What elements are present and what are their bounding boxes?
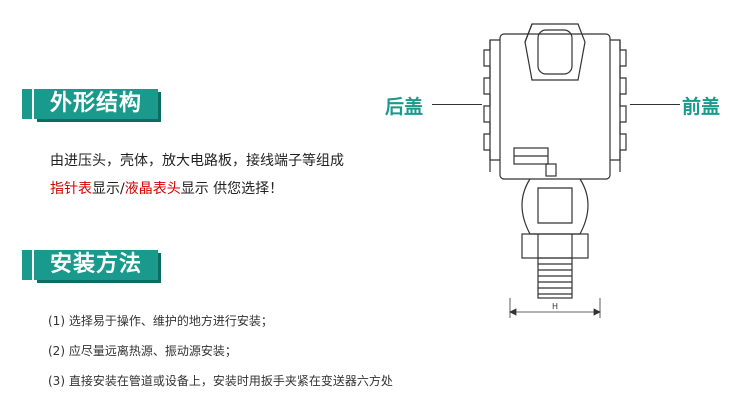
- section-heading-structure: 外形结构: [22, 86, 159, 122]
- display-option-text: 显示 供您选择！: [180, 181, 284, 197]
- structure-description: 由进压头，壳体，放大电路板，接线端子等组成: [50, 153, 344, 169]
- list-item: (3) 直接安装在管道或设备上，安装时用扳手夹紧在变送器六方处: [48, 374, 393, 388]
- rear-cover-label: 后盖: [385, 96, 424, 118]
- list-item: (2) 应尽量远离热源、振动源安装；: [48, 344, 237, 358]
- heading-accent-bar: [22, 250, 32, 280]
- top-conduit-fitting: [524, 23, 586, 81]
- thread-section: [537, 257, 573, 299]
- display-option-text: 指针表: [50, 181, 92, 197]
- front-cover-fins: [610, 39, 627, 172]
- list-item: (1) 选择易于操作、维护的地方进行安装；: [48, 314, 273, 328]
- front-cover-label: 前盖: [682, 96, 721, 118]
- dimension-label: H: [552, 302, 558, 311]
- heading-accent-bar: [22, 89, 32, 119]
- display-options: 指针表显示/液晶表头显示 供您选择！: [50, 178, 283, 198]
- section-heading-installation: 安装方法: [22, 247, 159, 283]
- vent-plug: [545, 163, 557, 177]
- heading-title: 外形结构: [34, 89, 159, 119]
- display-option-text: 显示/: [92, 181, 125, 197]
- hex-nut: [521, 233, 589, 259]
- heading-title: 安装方法: [34, 250, 159, 280]
- rear-cover-leader-line: [432, 104, 482, 105]
- display-option-text: 液晶表头: [124, 181, 181, 197]
- front-cover-leader-line: [630, 104, 680, 105]
- neck: [521, 178, 589, 235]
- dimension-marker: [509, 298, 601, 318]
- housing-body: [499, 33, 611, 180]
- transmitter-diagram: H: [483, 23, 627, 318]
- rear-cover-fins: [483, 39, 500, 172]
